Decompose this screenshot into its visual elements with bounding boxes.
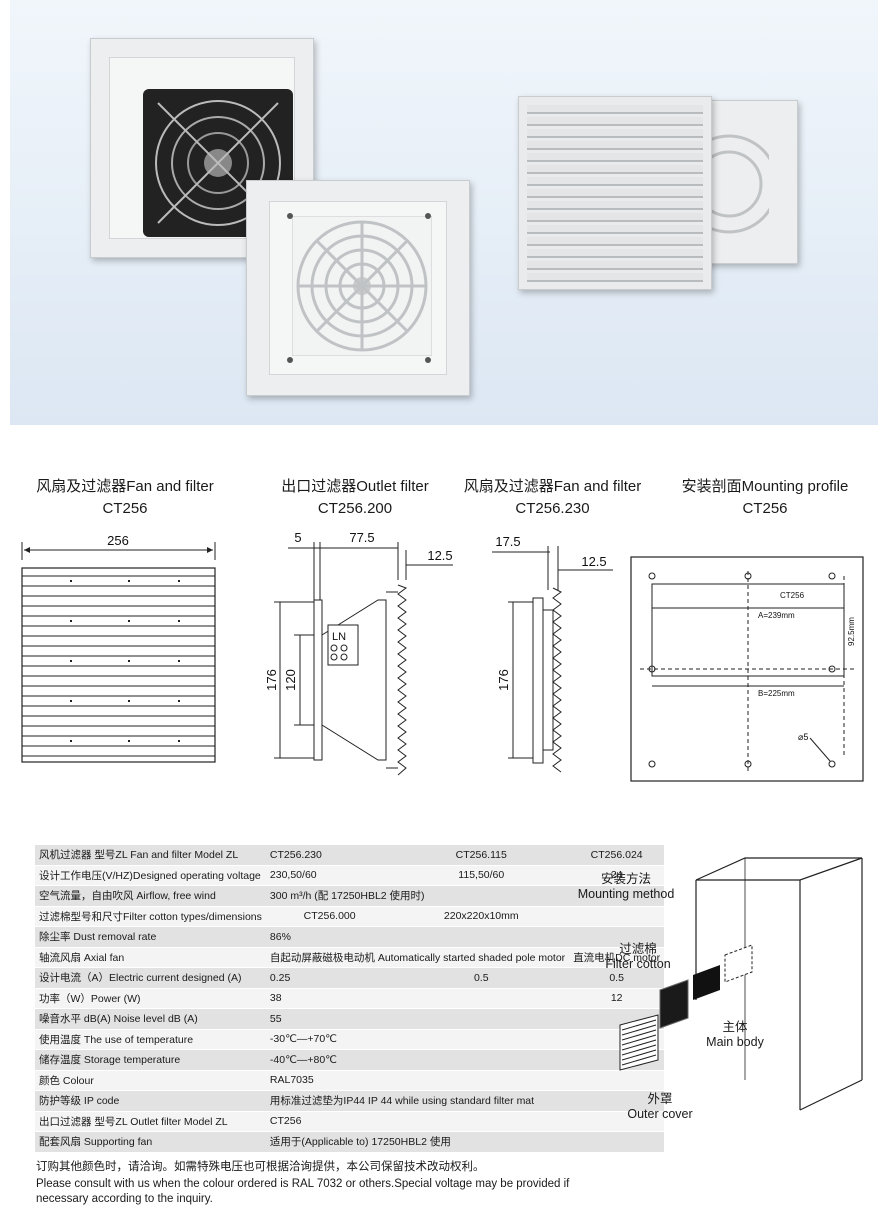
outlet-filter-side-drawing: 5 77.5 12.5 176 120 LN — [264, 530, 453, 776]
front-view-drawing: 256 — [21, 533, 216, 763]
dim-outlet-77-5: 77.5 — [349, 530, 374, 545]
diagram-title-mounting-profile: 安装剖面Mounting profile CT256 — [681, 478, 849, 517]
table-row: 噪音水平 dB(A) Noise level dB (A)55 — [35, 1008, 665, 1030]
mounting-profile-drawing: CT256 A=239mm B=225mm 92.5mm ⌀5 — [630, 556, 864, 782]
profile-dim-b: B=225mm — [758, 689, 795, 698]
dim-outlet-5: 5 — [294, 530, 301, 545]
profile-hole-dia: ⌀5 — [798, 732, 808, 742]
dim-side-12-5: 12.5 — [581, 554, 606, 569]
fan-filter-side-drawing: 17.5 12.5 176 — [492, 534, 613, 773]
fan-unit-behind-louver — [700, 100, 798, 264]
dim-front-width: 256 — [107, 533, 129, 548]
table-row: 使用温度 The use of temperature-30℃—+70℃ — [35, 1029, 665, 1050]
footnotes: 订购其他颜色时，请洽询。如需特殊电压也可根据洽询提供，本公司保留技术改动权利。 … — [36, 1160, 616, 1207]
product-photo — [10, 0, 878, 425]
dim-side-17-5: 17.5 — [495, 534, 520, 549]
profile-dim-h: 92.5mm — [847, 617, 856, 646]
diagram-title-fan-filter: 风扇及过滤器Fan and filter CT256 — [36, 478, 214, 517]
dim-outlet-12-5: 12.5 — [427, 548, 452, 563]
dim-outlet-176: 176 — [264, 669, 279, 691]
diagram-title-outlet-filter: 出口过滤器Outlet filter CT256.200 — [281, 478, 429, 517]
diagram-title-fan-filter-230: 风扇及过滤器Fan and filter CT256.230 — [463, 478, 642, 517]
terminal-label: LN — [332, 631, 346, 643]
table-row: 储存温度 Storage temperature-40℃—+80℃ — [35, 1049, 665, 1071]
dim-outlet-120: 120 — [283, 669, 298, 691]
louvered-outlet-filter — [518, 96, 712, 290]
table-row: 设计电流（A）Electric current designed (A)0.25… — [35, 967, 665, 989]
profile-dim-a: A=239mm — [758, 611, 795, 620]
fan-unit-front — [246, 180, 470, 396]
profile-model: CT256 — [780, 591, 805, 600]
dim-side-176: 176 — [496, 669, 511, 691]
white-grille-icon — [292, 216, 432, 356]
mounting-method-illustration — [619, 857, 863, 1111]
note-cn: 订购其他颜色时，请洽询。如需特殊电压也可根据洽询提供，本公司保留技术改动权利。 — [36, 1161, 485, 1173]
fan-unit-rear — [90, 38, 314, 258]
note-en: Please consult with us when the colour o… — [36, 1178, 570, 1205]
